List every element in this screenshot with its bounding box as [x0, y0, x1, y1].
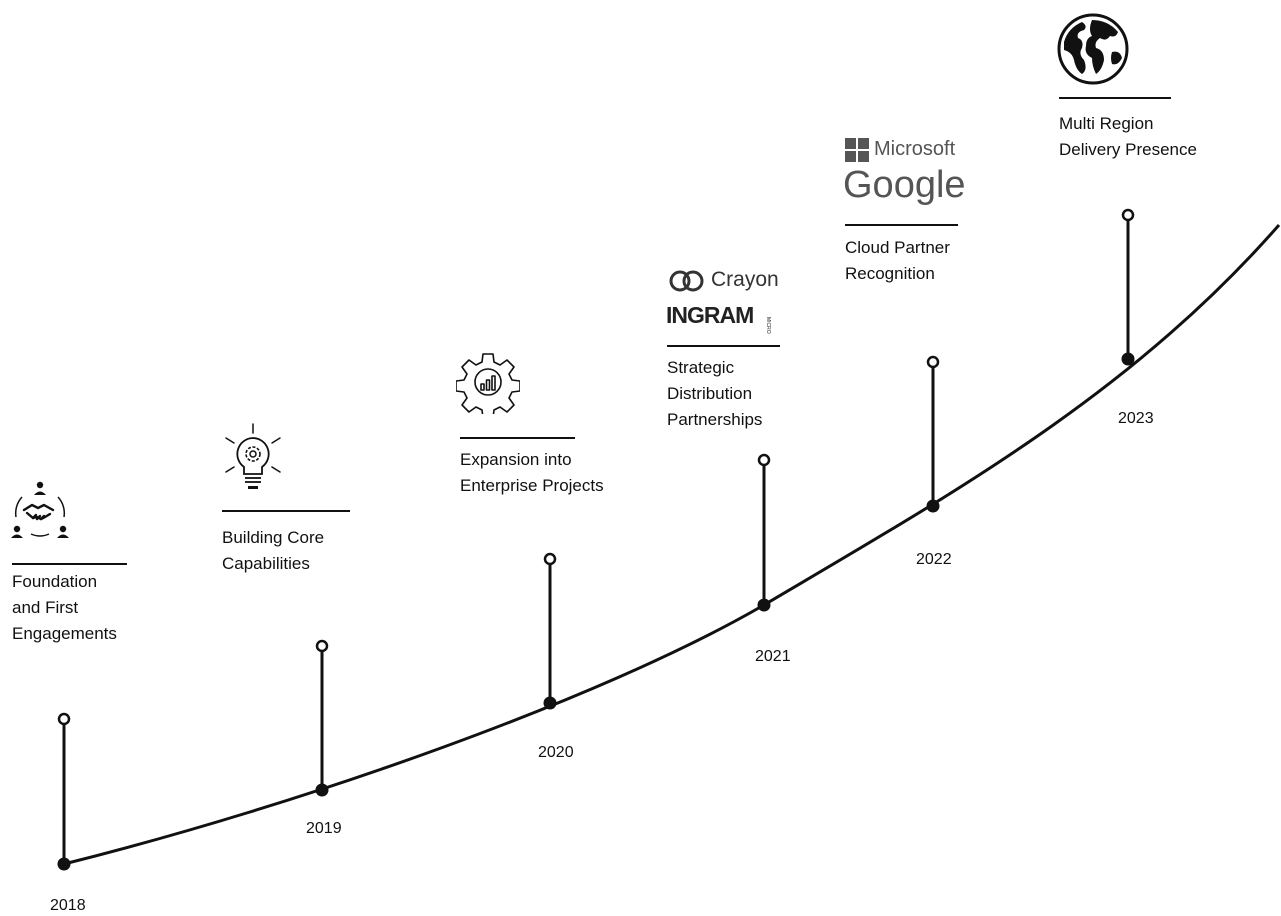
- caption-divider-2022: [845, 224, 958, 226]
- milestone-caption-2021: Strategic Distribution Partnerships: [667, 355, 762, 433]
- caption-divider-2019: [222, 510, 350, 512]
- caption-line: Building Core: [222, 528, 325, 547]
- milestone-top-marker-2020: [543, 552, 557, 566]
- year-label-2021: 2021: [755, 648, 791, 665]
- year-label-2020: 2020: [538, 744, 574, 761]
- milestone-dot-2023: [1121, 352, 1135, 366]
- year-label-2019: 2019: [306, 820, 342, 837]
- milestone-caption-2023: Multi Region Delivery Presence: [1059, 111, 1197, 163]
- caption-line: Recognition: [845, 264, 935, 283]
- ingram-micro-small-text: MICRO: [765, 317, 771, 334]
- microsoft-logo-text: Microsoft: [874, 138, 956, 160]
- caption-line: Foundation: [12, 572, 98, 591]
- milestone-caption-2018: Foundation and First Engagements: [12, 569, 117, 647]
- handshake-network-icon: [9, 477, 71, 544]
- caption-divider-2018: [12, 563, 127, 565]
- caption-line: Multi Region: [1059, 114, 1154, 133]
- milestone-top-marker-2022: [926, 355, 940, 369]
- caption-line: Enterprise Projects: [460, 476, 604, 495]
- globe-icon: [1056, 12, 1130, 91]
- year-label-2022: 2022: [916, 551, 952, 568]
- milestone-dot-2021: [757, 598, 771, 612]
- caption-line: Delivery Presence: [1059, 140, 1197, 159]
- milestone-top-marker-2021: [757, 453, 771, 467]
- milestone-top-marker-2018: [57, 712, 71, 726]
- crayon-logo-icon: [667, 268, 709, 299]
- lightbulb-gear-icon: [221, 420, 285, 499]
- google-logo-text: Google: [843, 164, 966, 206]
- caption-line: Engagements: [12, 624, 117, 643]
- milestone-caption-2022: Cloud Partner Recognition: [845, 235, 950, 287]
- milestone-caption-2020: Expansion into Enterprise Projects: [460, 447, 604, 499]
- caption-divider-2020: [460, 437, 575, 439]
- milestone-dot-2020: [543, 696, 557, 710]
- milestone-top-marker-2023: [1121, 208, 1135, 222]
- caption-divider-2023: [1059, 97, 1171, 99]
- ingram-logo-text: INGRAM: [666, 302, 754, 328]
- milestone-dot-2018: [57, 857, 71, 871]
- milestone-top-marker-2019: [315, 639, 329, 653]
- milestone-dot-2022: [926, 499, 940, 513]
- caption-divider-2021: [667, 345, 780, 347]
- crayon-logo-text: Crayon: [711, 268, 779, 291]
- caption-line: Strategic: [667, 358, 735, 377]
- caption-line: Partnerships: [667, 410, 763, 429]
- gear-chart-icon: [455, 350, 521, 419]
- caption-line: Cloud Partner: [845, 238, 950, 257]
- milestone-caption-2019: Building Core Capabilities: [222, 525, 324, 577]
- milestone-dot-2019: [315, 783, 329, 797]
- year-label-2023: 2023: [1118, 410, 1154, 427]
- caption-line: and First: [12, 598, 79, 617]
- caption-line: Expansion into: [460, 450, 572, 469]
- microsoft-squares-icon: [845, 138, 869, 167]
- caption-line: Distribution: [667, 384, 753, 403]
- year-label-2018: 2018: [50, 897, 86, 914]
- caption-line: Capabilities: [222, 554, 310, 573]
